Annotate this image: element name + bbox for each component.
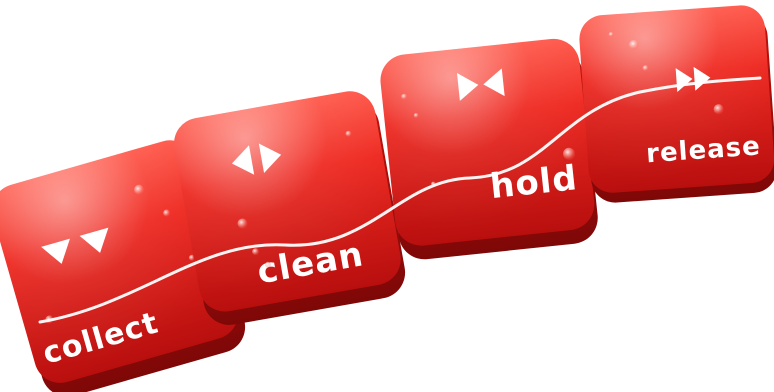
key-hold: hold xyxy=(378,36,600,262)
key-clean: clean xyxy=(170,87,409,330)
